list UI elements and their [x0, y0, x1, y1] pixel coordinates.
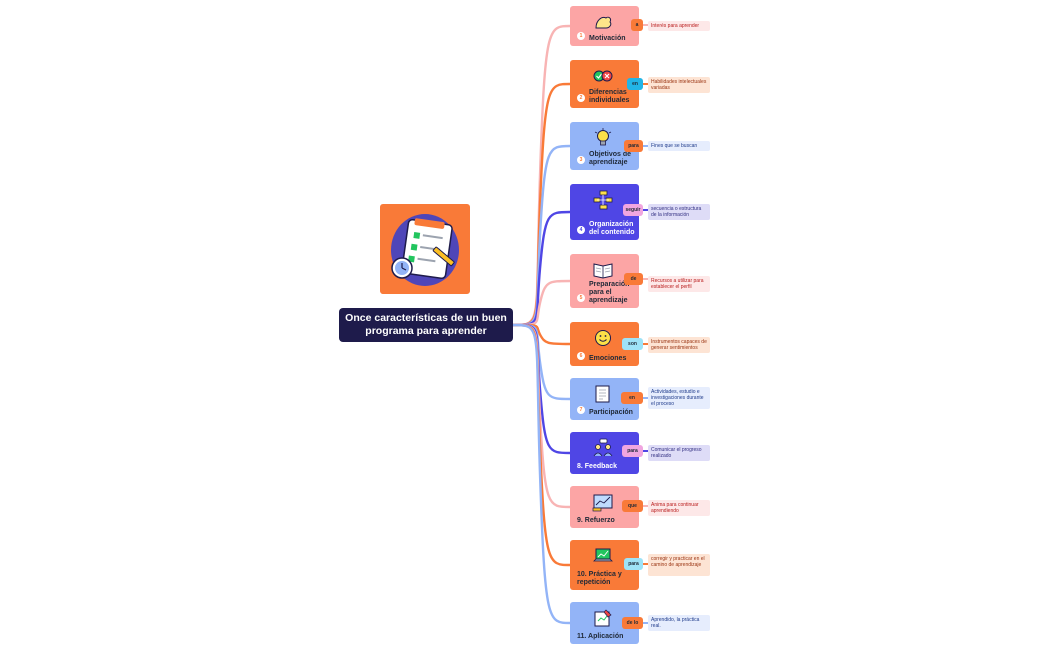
- branch-topic[interactable]: 5 Preparación para el aprendizaje: [570, 254, 639, 308]
- branch-number-badge: 6: [577, 352, 585, 360]
- branch-line: [512, 323, 571, 625]
- branch-label: 10. Práctica y repetición: [577, 571, 622, 586]
- detail-note[interactable]: Aprendido, la práctica real.: [648, 615, 710, 631]
- connector-label[interactable]: en: [621, 392, 643, 404]
- branch-topic[interactable]: 2 Diferencias individuales: [570, 60, 639, 108]
- branch-topic[interactable]: 4 Organización del contenido: [570, 184, 639, 240]
- people-chat-icon: [592, 438, 614, 458]
- sitemap-icon: [592, 190, 614, 210]
- branch-label: Diferencias individuales: [589, 89, 630, 104]
- branch-topic[interactable]: 1 Motivación: [570, 6, 639, 46]
- branch-line: [512, 323, 571, 346]
- branch-label: 11. Aplicación: [577, 633, 624, 640]
- branch-topic[interactable]: 9. Refuerzo: [570, 486, 639, 528]
- branch-number-badge: 7: [577, 406, 585, 414]
- lightbulb-icon: [592, 128, 614, 148]
- detail-note[interactable]: Fines que se buscan: [648, 141, 710, 151]
- connector-label[interactable]: para: [624, 558, 643, 570]
- branch-number-badge: 3: [577, 156, 585, 164]
- branch-label: 8. Feedback: [577, 463, 618, 470]
- branch-label: 9. Refuerzo: [577, 517, 615, 524]
- detail-note[interactable]: Actividades, estudio e investigaciones d…: [648, 387, 710, 409]
- branch-line: [512, 279, 571, 327]
- detail-note[interactable]: Recursos a utilizar para establecer el p…: [648, 276, 710, 292]
- branch-topic[interactable]: 3 Objetivos de aprendizaje: [570, 122, 639, 170]
- branch-number-badge: 5: [577, 294, 585, 302]
- central-topic-title: Once características de un buen programa…: [345, 312, 507, 337]
- branch-label: Objetivos de aprendizaje: [589, 151, 632, 166]
- connector-label[interactable]: seguir: [623, 204, 643, 216]
- connector-label[interactable]: para: [624, 140, 643, 152]
- detail-note[interactable]: secuencia o estructura de la información: [648, 204, 710, 220]
- detail-note[interactable]: corregir y practicar en el camino de apr…: [648, 554, 710, 576]
- connector-label[interactable]: de lo: [622, 617, 643, 629]
- checklist-clock-icon: [391, 214, 459, 286]
- branch-label: Participación: [589, 409, 633, 416]
- arm-muscle-icon: [592, 12, 614, 32]
- detail-note[interactable]: Anima para continuar aprendiendo: [648, 500, 710, 516]
- check-cross-icon: [592, 66, 614, 86]
- detail-note[interactable]: Interés para aprender: [648, 21, 710, 31]
- branch-label: Motivación: [589, 35, 626, 42]
- detail-note[interactable]: Instrumentos capaces de generar sentimie…: [648, 337, 710, 353]
- smiley-icon: [592, 328, 614, 348]
- connector-label[interactable]: a: [631, 19, 643, 31]
- document-list-icon: [592, 384, 614, 404]
- connector-label[interactable]: para: [622, 445, 643, 457]
- open-book-icon: [592, 260, 614, 280]
- connector-label[interactable]: de: [624, 273, 643, 285]
- connector-label[interactable]: son: [622, 338, 643, 350]
- branch-number-badge: 2: [577, 94, 585, 102]
- checklist-illustration: [380, 204, 470, 294]
- branch-topic[interactable]: 10. Práctica y repetición: [570, 540, 639, 590]
- detail-note[interactable]: Comunicar el progreso realizado: [648, 445, 710, 461]
- branch-label: Emociones: [589, 355, 627, 362]
- branch-number-badge: 4: [577, 226, 585, 234]
- central-topic[interactable]: Once características de un buen programa…: [339, 308, 513, 342]
- laptop-chart-icon: [592, 546, 614, 566]
- chart-board-icon: [592, 492, 614, 512]
- branch-label: Organización del contenido: [589, 221, 635, 236]
- branch-label: Preparación para el aprendizaje: [589, 281, 630, 304]
- branch-number-badge: 1: [577, 32, 585, 40]
- connector-label[interactable]: que: [622, 500, 643, 512]
- connector-label[interactable]: en: [627, 78, 643, 90]
- detail-note[interactable]: Habilidades intelectuales variadas: [648, 77, 710, 93]
- edit-document-icon: [592, 608, 614, 628]
